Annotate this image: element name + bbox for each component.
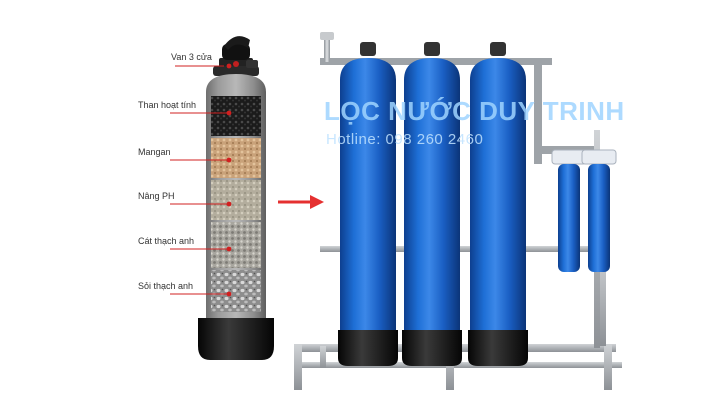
watermark-hotline: Hotline: 098 260 2460 <box>326 131 484 148</box>
leader-dot <box>226 63 232 69</box>
filter-system <box>294 32 622 390</box>
label-leaders <box>170 65 228 295</box>
cutaway-filter-tank <box>170 36 274 360</box>
blue-tank <box>338 42 398 366</box>
layer-gravel <box>211 270 261 312</box>
label-carbon: Than hoạt tính <box>138 100 197 110</box>
leader-dot <box>226 291 232 297</box>
three-way-valve <box>213 36 259 76</box>
leader-dot <box>226 110 232 116</box>
leader-dot <box>226 201 232 207</box>
label-ph: Nâng PH <box>138 191 175 201</box>
watermark-brand: LỌC NƯỚC DUY TRINH <box>324 96 625 126</box>
label-sand: Cát thạch anh <box>138 236 195 246</box>
tank-base <box>198 318 274 360</box>
cartridge-filter <box>551 149 587 272</box>
layer-carbon <box>211 96 261 136</box>
layer-sand <box>211 222 261 268</box>
cartridge-filter <box>581 149 617 272</box>
blue-tank <box>402 42 462 366</box>
layer-manganese <box>211 138 261 178</box>
leader-dot <box>226 246 232 252</box>
leader-dot <box>226 157 232 163</box>
right-arrow-icon <box>278 195 324 209</box>
label-valve: Van 3 cửa <box>171 52 212 62</box>
layer-ph <box>211 180 261 220</box>
label-gravel: Sỏi thạch anh <box>138 281 194 291</box>
label-manganese: Mangan <box>138 147 171 157</box>
blue-tank <box>468 42 528 366</box>
